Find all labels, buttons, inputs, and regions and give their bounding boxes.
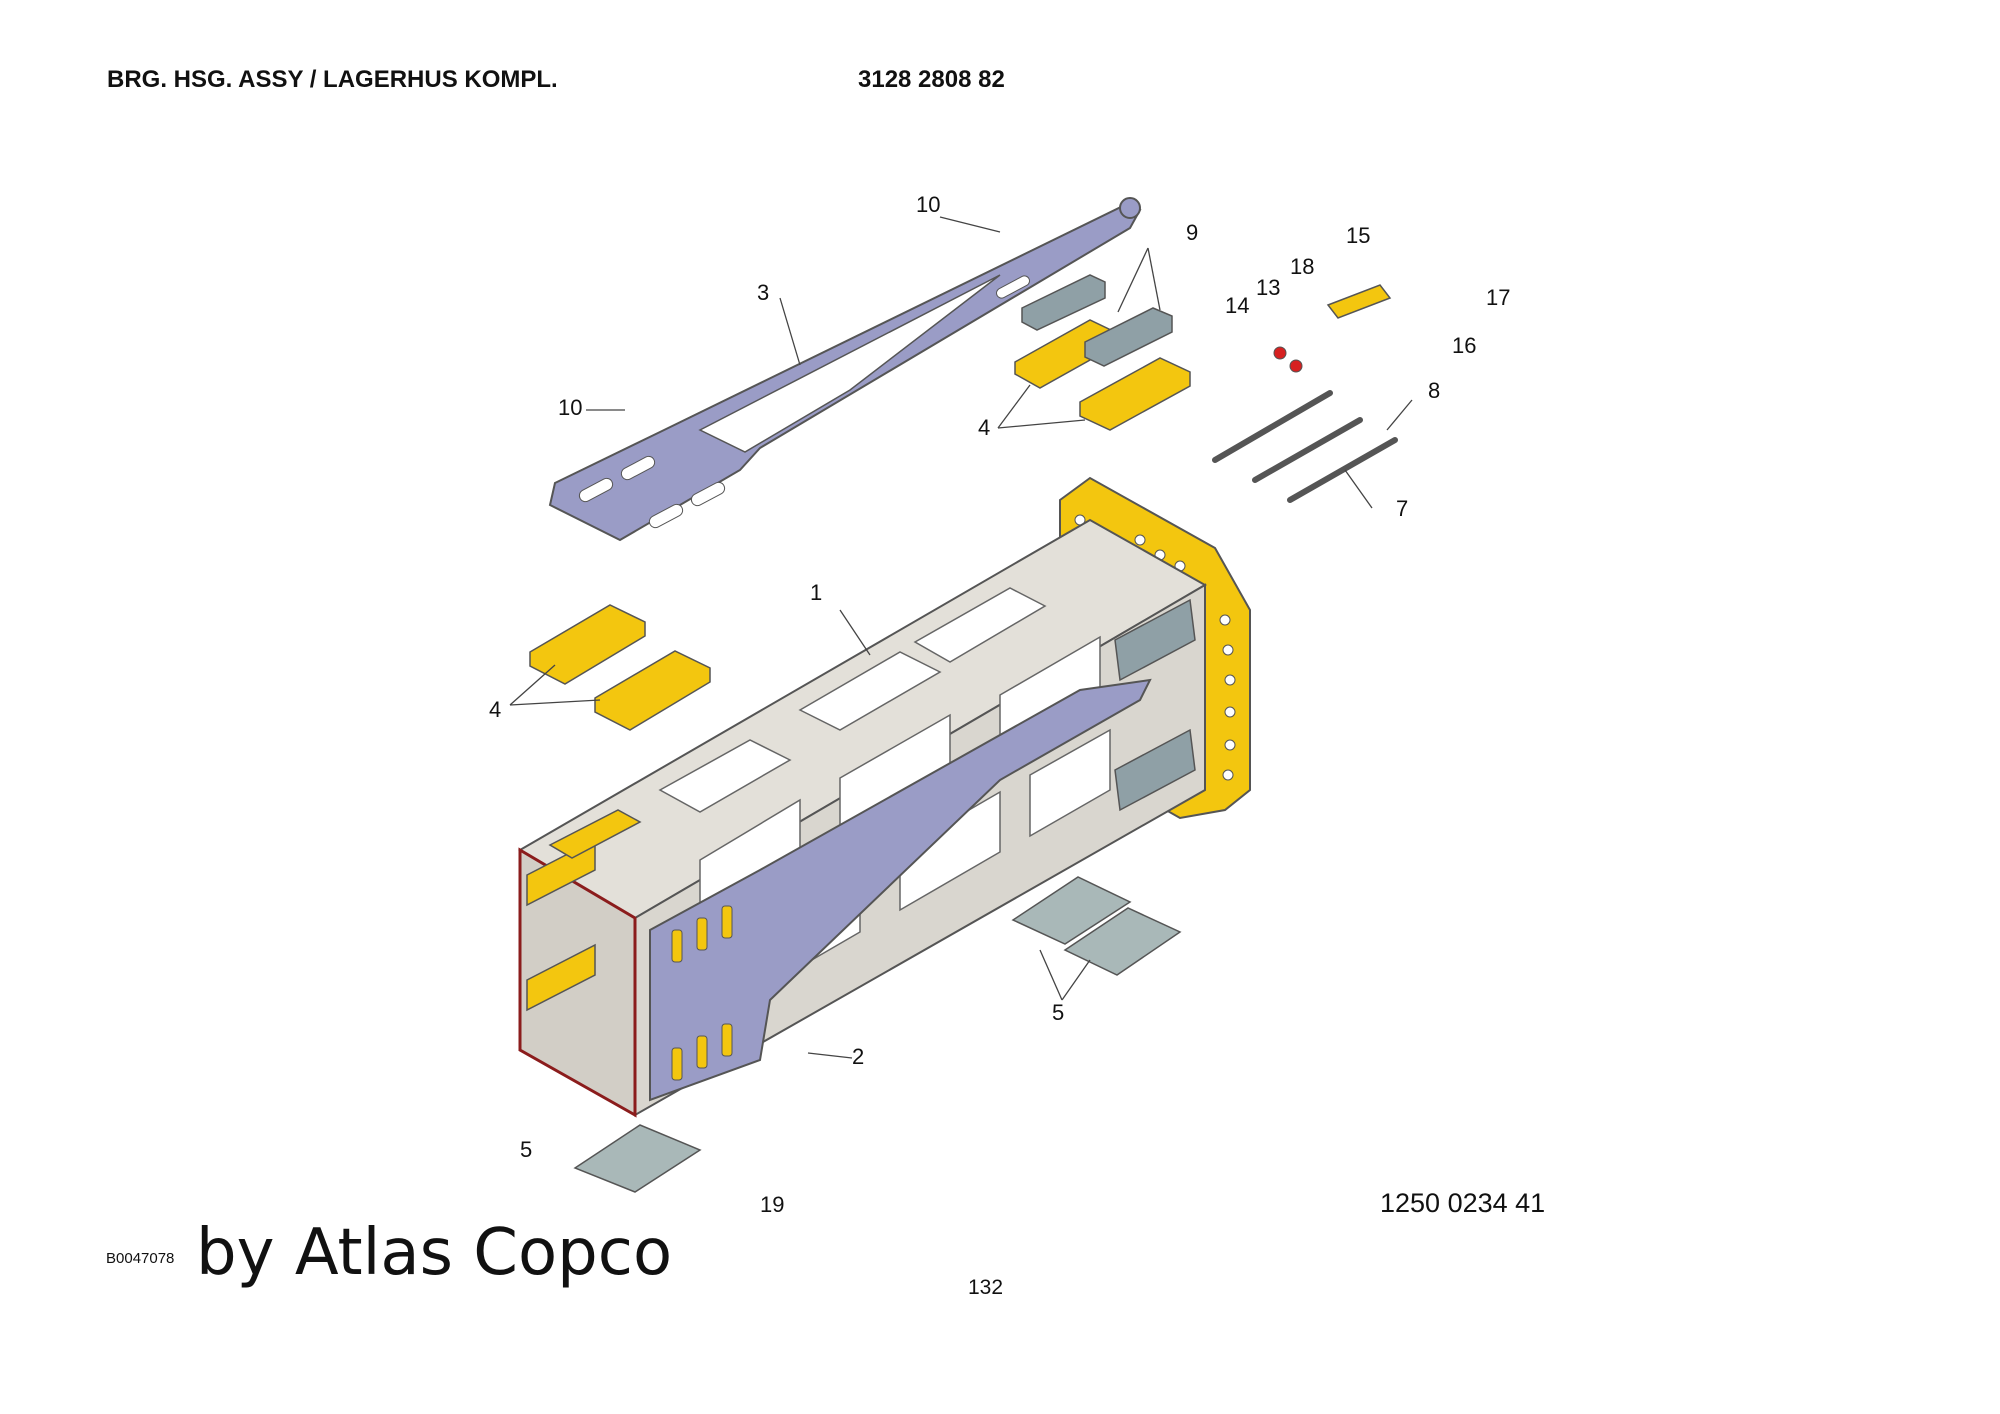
callout-18: 18: [1290, 254, 1314, 279]
wear-pads: [529, 319, 1191, 731]
top-plate: [548, 197, 1142, 542]
callout-3: 3: [757, 280, 769, 305]
side-plate: [649, 678, 1152, 1102]
callout-9: 9: [1186, 220, 1198, 245]
bottom-pads: [573, 876, 1182, 1193]
callout-4-left: 4: [489, 697, 501, 722]
image-code: B0047078: [106, 1250, 175, 1267]
byline: by Atlas Copco: [196, 1216, 673, 1290]
callout-2: 2: [852, 1044, 864, 1069]
part-number: 3128 2808 82: [858, 66, 1005, 93]
slide-pads: [1021, 274, 1196, 812]
callout-14: 14: [1225, 293, 1249, 318]
callout-7: 7: [1396, 496, 1408, 521]
callout-4-right: 4: [978, 415, 990, 440]
callout-5-right: 5: [1052, 1000, 1064, 1025]
callout-16: 16: [1452, 333, 1476, 358]
tie-rods: [1212, 390, 1398, 503]
callout-19: 19: [760, 1192, 784, 1217]
drawing-number: 1250 0234 41: [1380, 1188, 1546, 1218]
callout-13: 13: [1256, 275, 1280, 300]
callout-10-top: 10: [916, 192, 940, 217]
leader-lines: [509, 216, 1413, 1059]
page-title: BRG. HSG. ASSY / LAGERHUS KOMPL.: [107, 66, 558, 93]
callout-1: 1: [810, 580, 822, 605]
page-number: 132: [968, 1276, 1004, 1299]
callout-10-left: 10: [558, 395, 582, 420]
callout-15: 15: [1346, 223, 1370, 248]
callout-5-left: 5: [520, 1137, 532, 1162]
callout-8: 8: [1428, 378, 1440, 403]
small-fasteners: [1273, 284, 1392, 373]
callout-17: 17: [1486, 285, 1510, 310]
